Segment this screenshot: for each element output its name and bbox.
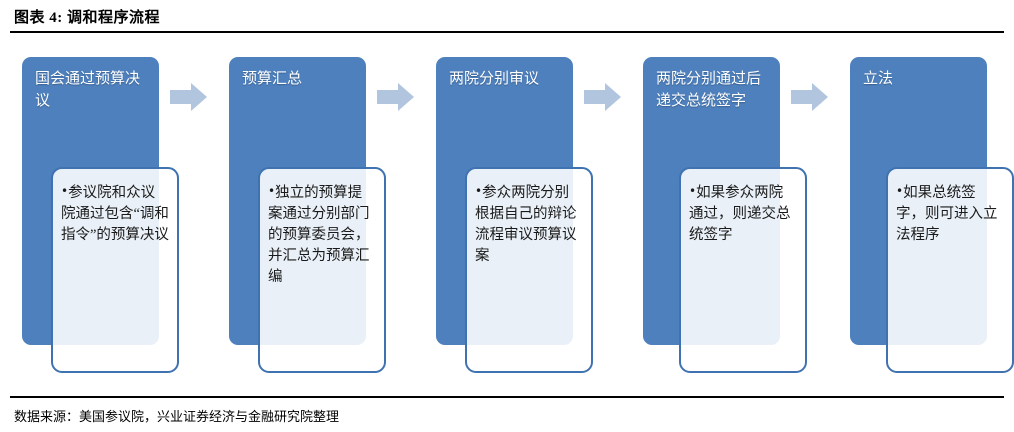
- stage-card-text-1: •参议院和众议院通过包含“调和指令”的预算决议: [61, 183, 169, 246]
- title-divider: [10, 31, 1004, 33]
- process-flow-diagram: 国会通过预算决议 •参议院和众议院通过包含“调和指令”的预算决议 预算汇总 •独…: [0, 33, 1014, 395]
- bullet-icon-4: •: [689, 184, 697, 198]
- stage-banner-label-1: 国会通过预算决议: [35, 71, 141, 109]
- stage-card-body-3: 参众两院分别根据自己的辩论流程审议预算议案: [475, 185, 577, 265]
- bullet-icon-1: •: [61, 184, 69, 198]
- page-title: 图表 4: 调和程序流程: [14, 10, 160, 26]
- stage-card-text-2: •独立的预算提案通过分别部门的预算委员会，并汇总为预算汇编: [268, 183, 376, 288]
- stage-card-3[interactable]: •参众两院分别根据自己的辩论流程审议预算议案: [465, 167, 593, 373]
- stage-card-text-5: •如果总统签字，则可进入立法程序: [896, 183, 1004, 246]
- bullet-icon-2: •: [268, 184, 276, 198]
- stage-banner-label-4: 两院分别通过后递交总统签字: [656, 71, 762, 109]
- stage-banner-label-3: 两院分别审议: [449, 71, 540, 87]
- stage-banner-label-2: 预算汇总: [242, 71, 303, 87]
- stage-card-2[interactable]: •独立的预算提案通过分别部门的预算委员会，并汇总为预算汇编: [258, 167, 386, 373]
- arrow-right-icon-1: [170, 81, 208, 113]
- stage-card-1[interactable]: •参议院和众议院通过包含“调和指令”的预算决议: [51, 167, 179, 373]
- source-note: 数据来源：美国参议院，兴业证券经济与金融研究院整理: [14, 409, 340, 424]
- stage-card-body-5: 如果总统签字，则可进入立法程序: [896, 185, 998, 244]
- stage-card-4[interactable]: •如果参众两院通过，则递交总统签字: [679, 167, 807, 373]
- stage-card-text-4: •如果参众两院通过，则递交总统签字: [689, 183, 797, 246]
- stage-card-5[interactable]: •如果总统签字，则可进入立法程序: [886, 167, 1014, 373]
- footer-divider: [10, 396, 1004, 398]
- stage-card-text-3: •参众两院分别根据自己的辩论流程审议预算议案: [475, 183, 583, 267]
- stage-card-body-4: 如果参众两院通过，则递交总统签字: [689, 185, 791, 244]
- bullet-icon-5: •: [896, 184, 904, 198]
- stage-card-body-2: 独立的预算提案通过分别部门的预算委员会，并汇总为预算汇编: [268, 185, 370, 286]
- bullet-icon-3: •: [475, 184, 483, 198]
- arrow-right-icon-3: [584, 81, 622, 113]
- stage-banner-label-5: 立法: [863, 71, 894, 87]
- arrow-right-icon-2: [377, 81, 415, 113]
- arrow-right-icon-4: [791, 81, 829, 113]
- stage-card-body-1: 参议院和众议院通过包含“调和指令”的预算决议: [61, 185, 169, 244]
